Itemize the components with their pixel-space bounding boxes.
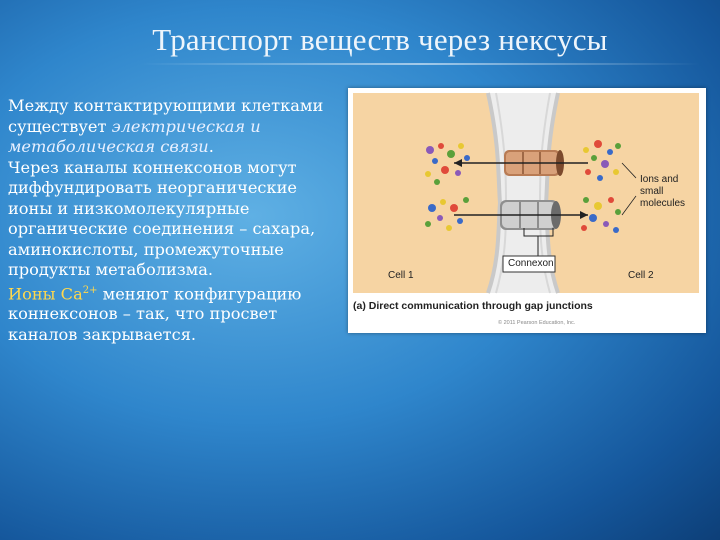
ions-leader-line-2 (621, 195, 637, 216)
slide-body-text: Между контактирующими клетками существуе… (8, 96, 343, 345)
paragraph-2-text: Через каналы коннексонов могут диффундир… (8, 157, 316, 280)
ions-label: Ions and small molecules (640, 174, 686, 209)
figure-copyright: © 2011 Pearson Education, Inc. (498, 320, 576, 326)
figure-caption: (a) Direct communication through gap jun… (353, 300, 593, 312)
calcium-charge: 2+ (82, 284, 98, 296)
gap-junction-illustration (353, 92, 699, 294)
slide-title: Транспорт веществ через нексусы (152, 22, 608, 57)
left-molecules (425, 143, 470, 231)
connexon-label: Connexon (508, 258, 554, 269)
paragraph-1-text: Между контактирующими клетками существуе… (8, 96, 324, 136)
paragraph-3-text: меняют конфигурацию коннексонов – так, ч… (8, 283, 302, 344)
connexon-label-box (502, 255, 556, 273)
cell-1-membrane (486, 92, 503, 294)
paragraph-1-end: . (208, 137, 214, 156)
title-underline (140, 63, 700, 65)
ions-leader-line (621, 162, 637, 179)
cell-1-label: Cell 1 (388, 270, 414, 281)
cell-2-label: Cell 2 (628, 270, 654, 281)
gap-junction-figure: Ions and small molecules Connexon Cell 1… (348, 88, 706, 333)
right-molecules (581, 140, 621, 233)
paragraph-1-italic: электрическая и метаболическая связи (8, 116, 261, 157)
calcium-ions-text: Ионы Ca (8, 283, 83, 303)
